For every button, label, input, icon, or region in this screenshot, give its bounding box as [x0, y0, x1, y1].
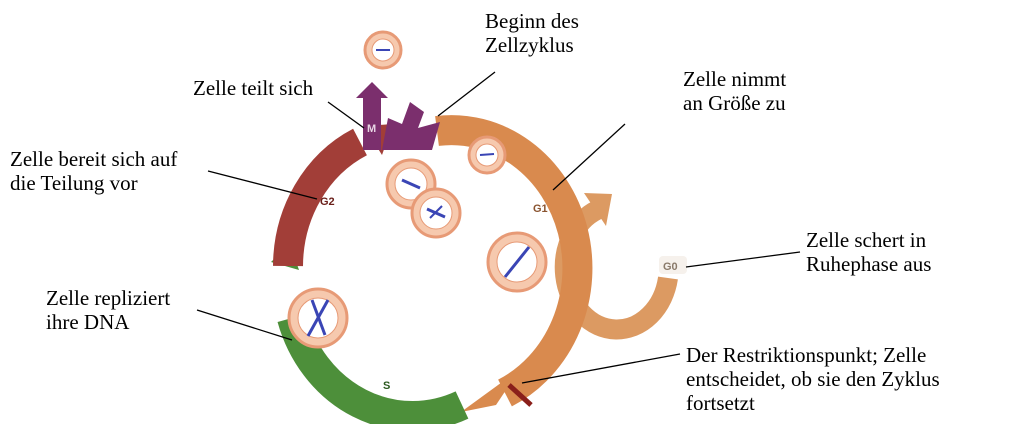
leader-beginn [438, 72, 495, 116]
label-ruhephase: Zelle schert in Ruhephase aus [806, 228, 931, 276]
label-groesse-line-1: Zelle nimmt [683, 67, 786, 91]
label-groesse: Zelle nimmt an Größe zu [683, 67, 786, 115]
label-repliziert-line-1: Zelle repliziert [46, 286, 170, 310]
label-groesse-line-2: an Größe zu [683, 91, 786, 115]
leader-repliziert [197, 310, 292, 340]
label-ruhe-line-2: Ruhephase aus [806, 252, 931, 276]
label-restriktion-line-1: Der Restriktionspunkt; Zelle [686, 343, 940, 367]
leader-ruhe [686, 252, 800, 267]
label-restriktion-line-3: fortsetzt [686, 391, 940, 415]
cell-g1-small [469, 137, 505, 173]
cell-top [365, 32, 401, 68]
label-beginn-des-zellzyklus: Beginn des Zellzyklus [485, 9, 579, 57]
label-repliziert-dna: Zelle repliziert ihre DNA [46, 286, 170, 334]
m-arrow-right [382, 102, 440, 150]
label-repliziert-line-2: ihre DNA [46, 310, 170, 334]
cell-g1-large [488, 233, 546, 291]
phase-label-g1: G1 [533, 203, 548, 215]
label-restriktion-line-2: entscheidet, ob sie den Zyklus [686, 367, 940, 391]
label-zelle-teilt-sich: Zelle teilt sich [193, 76, 313, 100]
label-beginn-line-1: Beginn des [485, 9, 579, 33]
cell-dividing [387, 160, 460, 237]
leader-teilt [328, 102, 364, 128]
label-bereit-teilung: Zelle bereit sich auf die Teilung vor [10, 147, 177, 195]
cell-s-phase [289, 289, 347, 347]
label-beginn-line-2: Zellzyklus [485, 33, 579, 57]
leader-groesse [553, 124, 625, 190]
label-bereit-line-1: Zelle bereit sich auf [10, 147, 177, 171]
label-restriktionspunkt: Der Restriktionspunkt; Zelle entscheidet… [686, 343, 940, 415]
label-teilt-line-1: Zelle teilt sich [193, 76, 313, 100]
phase-label-s: S [383, 380, 390, 392]
phase-label-m: M [367, 123, 376, 135]
phase-label-g0: G0 [663, 261, 678, 273]
phase-label-g2: G2 [320, 196, 335, 208]
label-bereit-line-2: die Teilung vor [10, 171, 177, 195]
label-ruhe-line-1: Zelle schert in [806, 228, 931, 252]
